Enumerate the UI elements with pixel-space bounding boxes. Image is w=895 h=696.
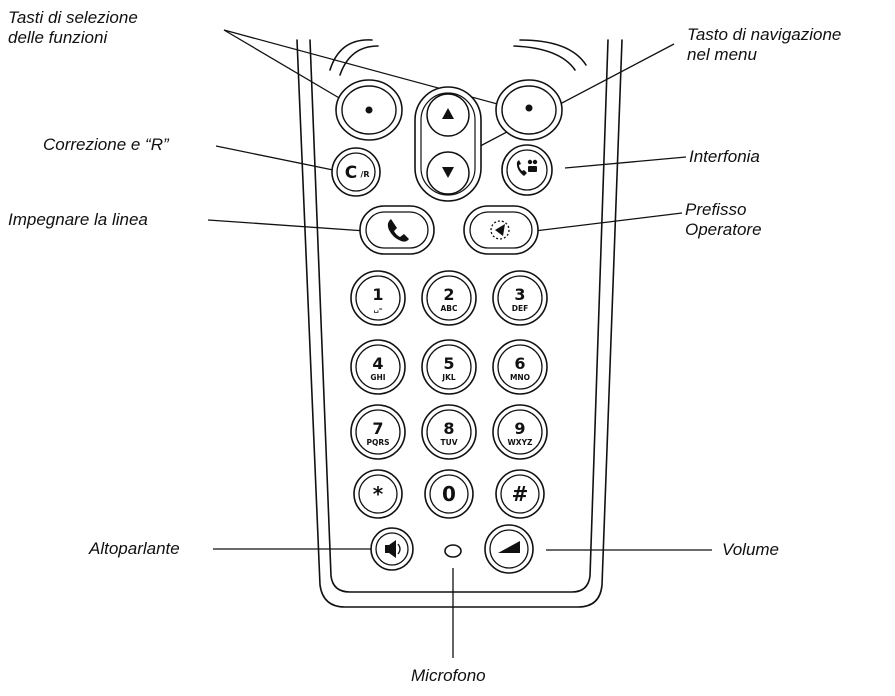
key-digit-label: #	[512, 482, 529, 506]
label-function-keys-line2: delle funzioni	[8, 28, 108, 47]
key-letters-label: MNO	[510, 373, 530, 382]
key-hash[interactable]: #	[495, 469, 545, 519]
label-function-keys-line1: Tasti di selezione	[8, 8, 138, 27]
key-digit-label: 7	[372, 419, 383, 438]
key-letters-label: ␣–	[373, 304, 382, 313]
key-letters-label: GHI	[370, 373, 385, 382]
triangle-up-icon	[442, 108, 454, 119]
key-digit-label: 6	[514, 354, 525, 373]
label-correction-r: Correzione e “R”	[43, 135, 169, 154]
key-digit-label: 9	[514, 419, 525, 438]
label-intercom: Interfonia	[689, 147, 760, 166]
dot-icon	[525, 104, 533, 112]
label-microphone: Microfono	[411, 666, 486, 685]
soft-key-right[interactable]	[495, 79, 563, 141]
key-letters-label: WXYZ	[508, 438, 533, 447]
key-digit-label: 5	[443, 354, 454, 373]
clear-key-suffix: /R	[360, 170, 369, 179]
handset-body	[296, 39, 623, 608]
key-1[interactable]: 1␣–	[350, 270, 406, 326]
key-digit-label: 0	[442, 482, 456, 506]
speaker-button[interactable]	[370, 527, 414, 571]
key-digit-label: *	[373, 482, 384, 506]
call-button[interactable]	[359, 205, 435, 255]
soft-key-left[interactable]	[335, 79, 403, 141]
intercom-icon	[516, 159, 538, 176]
phone-handset-icon	[387, 219, 409, 242]
dot-icon	[365, 106, 373, 114]
key-letters-label: PQRS	[366, 438, 389, 447]
key-digit-label: 3	[514, 285, 525, 304]
key-letters-label: JKL	[441, 373, 456, 382]
key-star[interactable]: *	[353, 469, 403, 519]
label-menu-navigation-line1: Tasto di navigazione	[687, 25, 842, 44]
key-0[interactable]: 0	[424, 469, 474, 519]
key-digit-label: 1	[372, 285, 383, 304]
volume-icon	[498, 541, 520, 553]
key-digit-label: 2	[443, 285, 454, 304]
label-speaker: Altoparlante	[89, 539, 180, 558]
key-digit-label: 8	[443, 419, 454, 438]
label-menu-navigation-line2: nel menu	[687, 45, 757, 64]
key-letters-label: DEF	[512, 304, 528, 313]
label-volume: Volume	[722, 540, 780, 559]
label-operator-prefix: Prefisso Operatore	[685, 200, 762, 240]
key-letters-label: ABC	[440, 304, 458, 313]
nav-down-button[interactable]	[426, 151, 470, 195]
operator-prefix-button[interactable]	[463, 205, 539, 255]
clear-key-symbol: C	[345, 163, 357, 183]
clear-r-button[interactable]: C /R	[331, 147, 381, 197]
label-line: Impegnare la linea	[8, 210, 148, 229]
clear-r-icon: C /R	[345, 163, 370, 183]
label-operator-prefix-line1: Prefisso	[685, 200, 747, 219]
intercom-button[interactable]	[501, 144, 553, 196]
key-digit-label: 4	[372, 354, 383, 373]
label-operator-prefix-line2: Operatore	[685, 220, 762, 239]
key-letters-label: TUV	[440, 438, 457, 447]
microphone-icon	[444, 544, 462, 558]
label-menu-navigation: Tasto di navigazione nel menu	[687, 25, 841, 65]
nav-up-button[interactable]	[426, 93, 470, 137]
volume-button[interactable]	[484, 524, 534, 574]
label-function-keys: Tasti di selezione delle funzioni	[8, 8, 138, 48]
triangle-down-icon	[442, 167, 454, 178]
operator-prefix-icon	[490, 220, 510, 240]
speaker-icon	[385, 540, 401, 558]
